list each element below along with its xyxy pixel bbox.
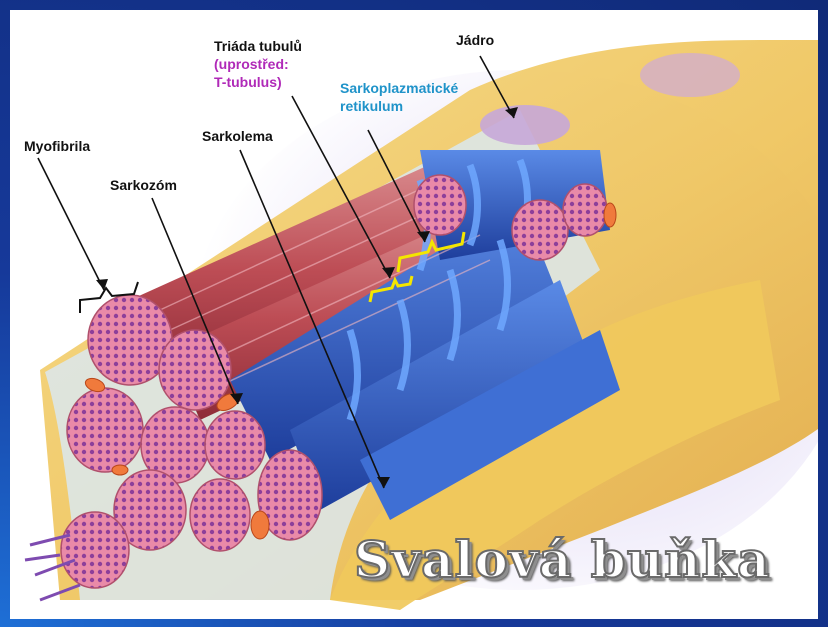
label-sarcosome: Sarkozóm: [110, 177, 177, 194]
label-sr-line2: retikulum: [340, 98, 403, 115]
label-sarcolemma: Sarkolema: [202, 128, 273, 145]
label-nucleus: Jádro: [456, 32, 494, 49]
muscle-cell-illustration: [10, 10, 818, 619]
label-myofibril: Myofibrila: [24, 138, 90, 155]
nucleus-shape: [480, 105, 570, 145]
label-triad-line3: T-tubulus): [214, 74, 282, 91]
label-triad-line2: (uprostřed:: [214, 56, 289, 73]
label-triad-line1: Triáda tubulů: [214, 38, 302, 55]
slide-canvas: Myofibrila Sarkozóm Sarkolema Triáda tub…: [10, 10, 818, 619]
slide-title: Svalová buňka: [354, 530, 770, 589]
nucleus-shape-2: [640, 53, 740, 97]
label-sr-line1: Sarkoplazmatické: [340, 80, 458, 97]
